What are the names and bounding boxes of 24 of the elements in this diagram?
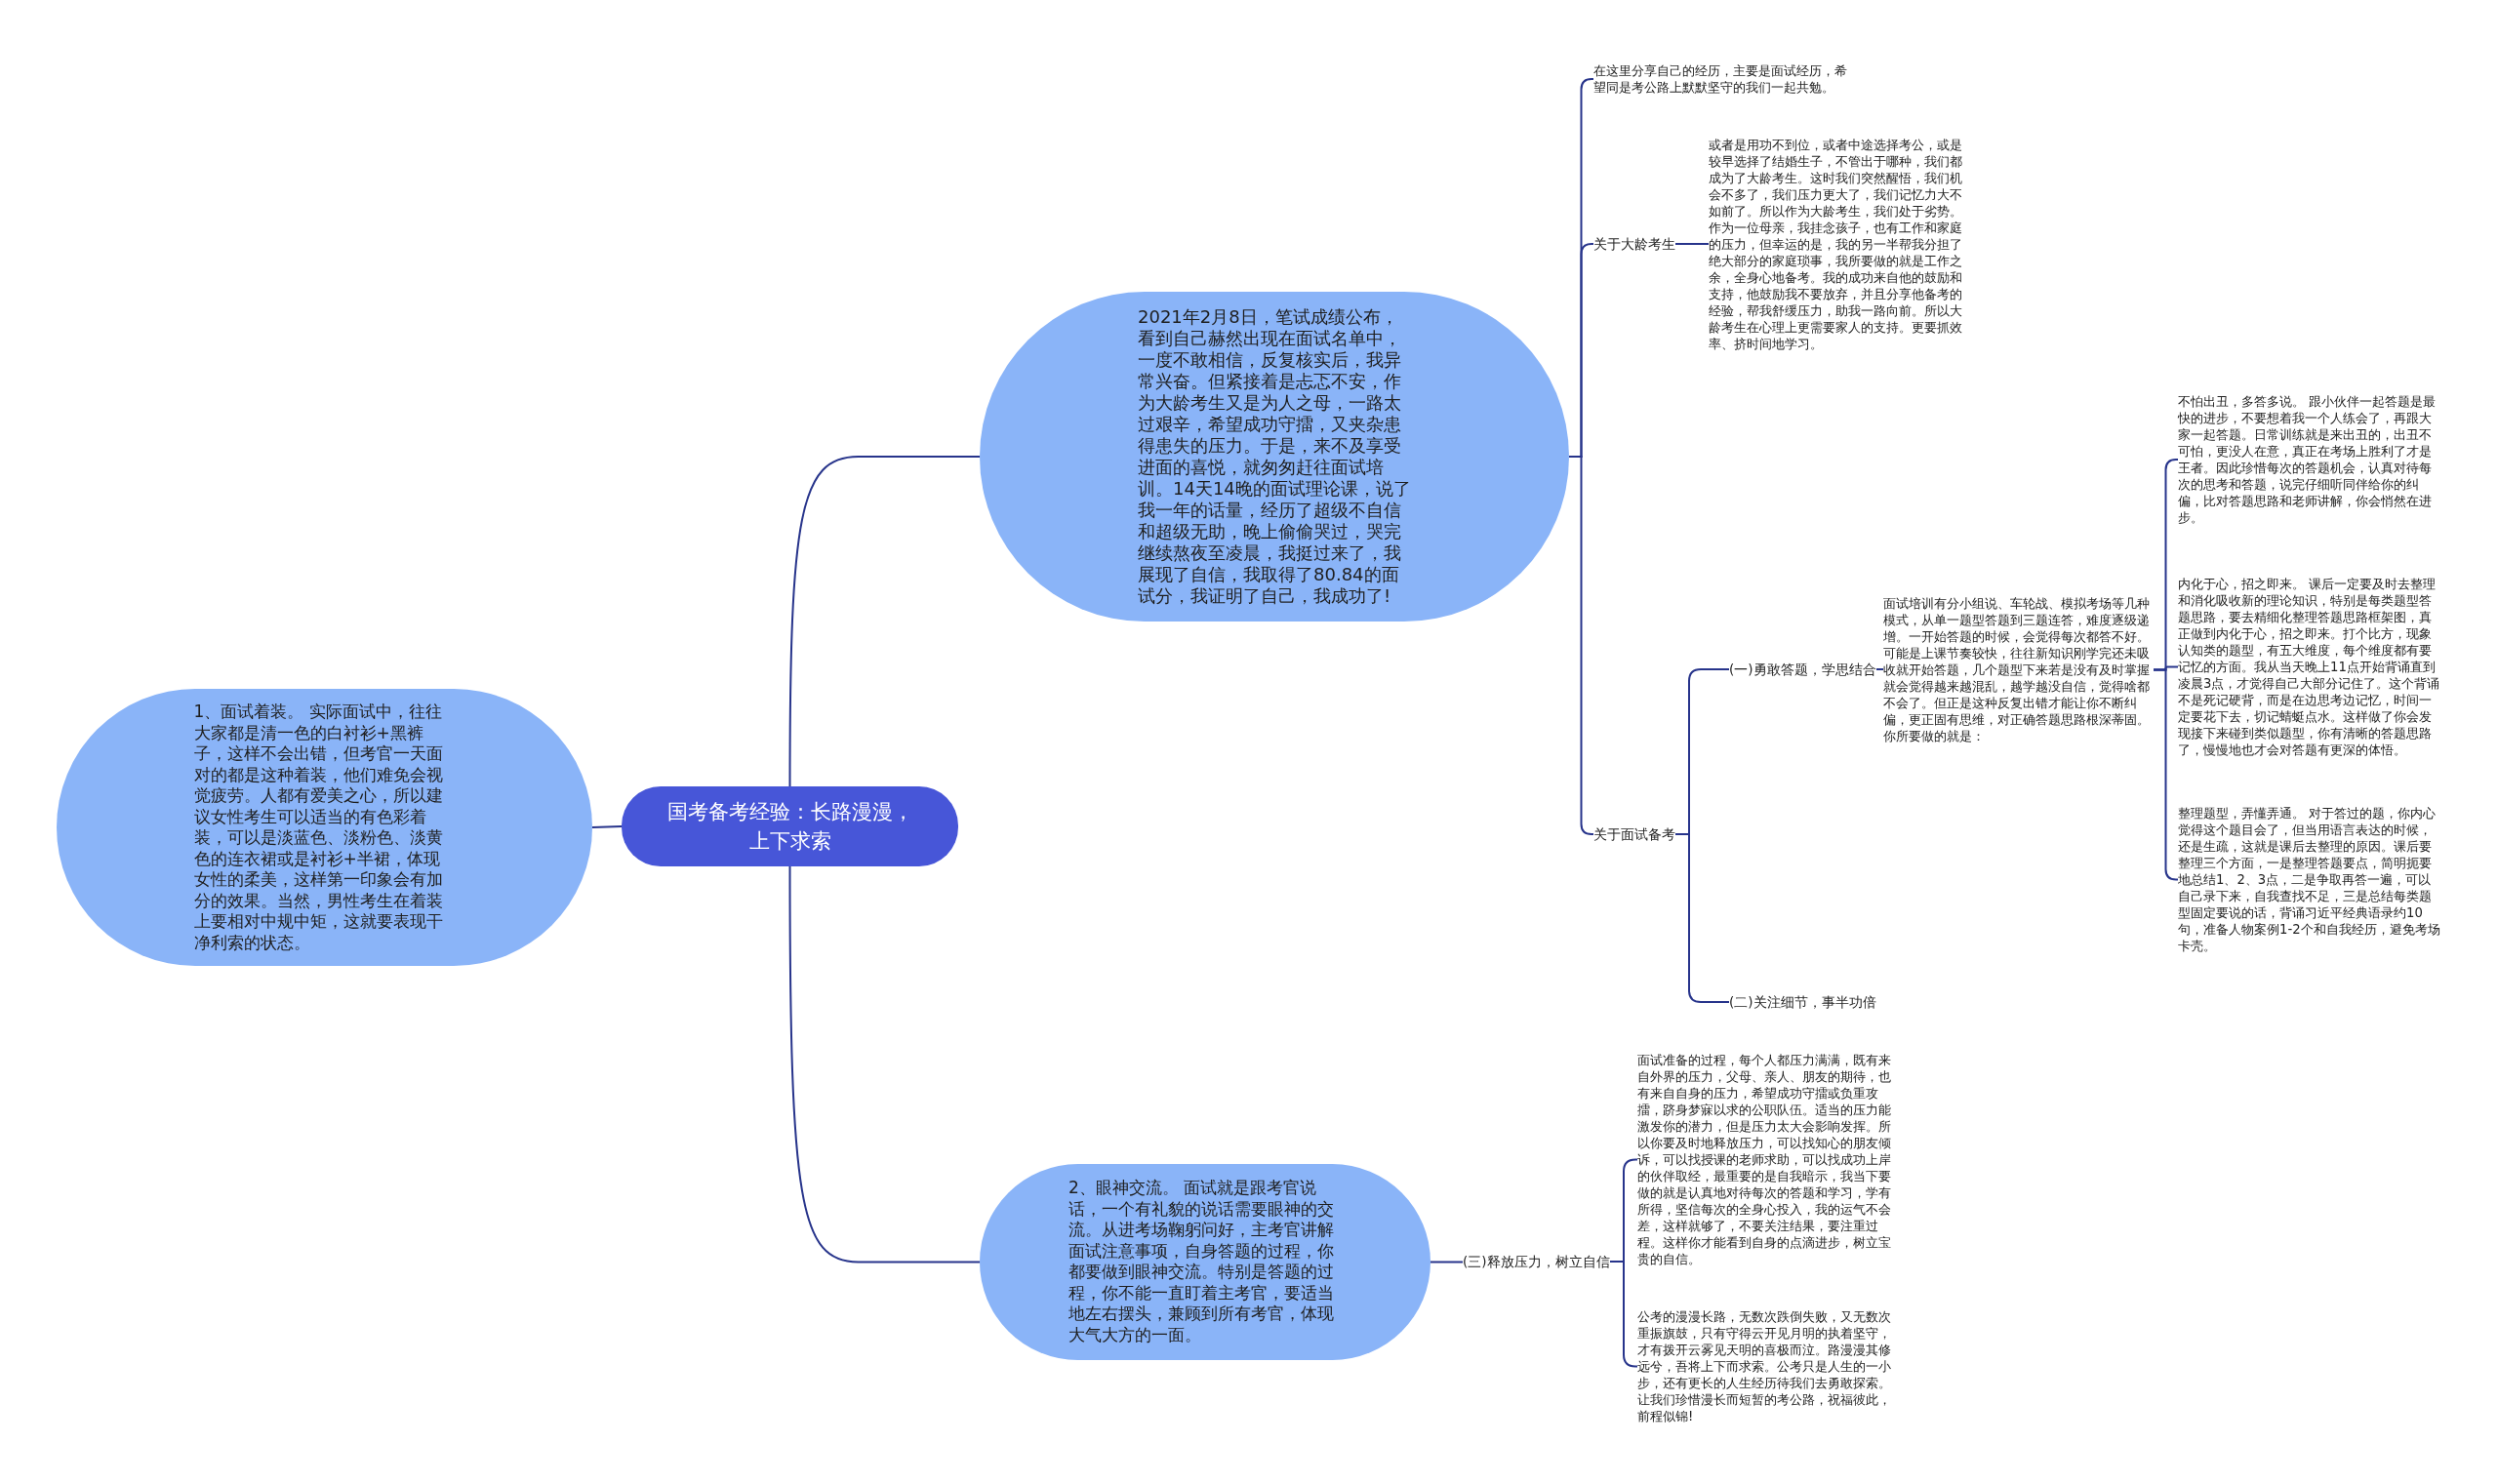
paragraph: 1、面试着装。 实际面试中，往往大家都是清一色的白衬衫+黑裤子，这样不会出错，但考官一天面对的都是这种着装，他们难免会视觉疲劳。人都有爱美之心，所以建议女性考生可以适当的有色彩着装，可以是淡蓝色、淡粉色、淡黄色的连衣裙或是衬衫+半裙，体现女性的柔美，这样第一印象会有加分的效果。当然，男性考生在着装上要相对中规中矩，这就要表现干净利索的状态。 [193,702,444,953]
note-text: 面试培训有分小组说、车轮战、模拟考场等几种模式，从单一题型答题到三题连答，难度逐级递增。一开始答题的时候，会觉得每次都答不好。可能是上课节奏较快，往往新知识刚学完还未吸收就开始答题，几个题型下来若是没有及时掌握就会觉得越来越混乱，越学越没自信，觉得啥都不会了。但正是这种反复出错才能让你不断纠偏，更正固有思维，对正确答题思路根深蒂固。你所要做的就是： [1883,594,2154,744]
paragraph: 2021年2月8日，笔试成绩公布，看到自己赫然出现在面试名单中，一度不敢相信，反复核实后，我异常兴奋。但紧接着是忐忑不安，作为大龄考生又是为人之母，一路太过艰辛，希望成功守擂，又夹杂患得患失的压力。于是，来不及享受进面的喜悦，就匆匆赶往面试培训。14天14晚的面试理论课，说了我一年的话量，经历了超级不自信和超级无助，晚上偷偷哭过，哭完继续熬夜至凌晨，我挺过来了，我展现了自信，我取得了80.84的面试分，我证明了自己，我成功了! [1138,306,1411,607]
note-text: 公考的漫漫长路，无数次跌倒失败，又无数次重振旗鼓，只有守得云开见月明的执着坚守，才有拨开云雾见天明的喜极而泣。路漫漫其修远兮，吾将上下而求索。公考只是人生的一小步，还有更长的人生经历待我们去勇敢探索。让我们珍惜漫长而短暂的考公路，祝福彼此，前程似锦! [1637,1307,1899,1424]
connector-line [1674,243,1710,245]
branch-label: (三)释放压力，树立自信 [1463,1253,1610,1270]
note-text: 不怕出丑，多答多说。 跟小伙伴一起答题是最快的进步，不要想着我一个人练会了，再跟大家一起答题。日常训练就是来出丑的，出丑不可怕，更没人在意，真正在考场上胜利了才是王者。因此珍惜每次的答题机会，认真对待每次的思考和答题，说完仔细听同伴给你的纠偏，比对答题思路和老师讲解，你会悄然在进步。 [2178,393,2441,526]
branch-label: (一)勇敢答题，学思结合 [1729,661,1876,678]
branch-label: 关于面试备考 [1593,825,1675,843]
note-text: 整理题型，弄懂弄通。 对于答过的题，你内心觉得这个题目会了，但当用语言表达的时候，还是生疏，这就是课后去整理的原因。课后要整理三个方面，一是整理答题要点，简明扼要地总结1、2、3点，二是争取再答一遍，可以自己录下来，自我查找不足，三是总结每类题型固定要说的话，背诵习近平经典语录约10句，准备人物案例1-2个和自我经历，避免考场卡壳。 [2178,804,2441,954]
connector-line [1875,668,1884,670]
branch-label: 关于大龄考生 [1593,235,1675,253]
note-text: 内化于心，招之即来。 课后一定要及时去整理和消化吸收新的理论知识，特别是每类题型答题思路，要去精细化整理答题思路框架图，真正做到内化于心，招之即来。打个比方，现象认知类的题型，有五大维度，每个维度都有要记忆的方面。我从当天晚上11点开始背诵直到凌晨3点，才觉得自己大部分记住了。这个背诵不是死记硬背，而是在边思考边记忆，时间一定要花下去，切记蜻蜓点水。这样做了你会发现接下来碰到类似题型，你有清晰的答题思路了，慢慢地也才会对答题有更深的体悟。 [2178,575,2441,758]
connector-line [788,456,981,787]
connector-line [591,825,623,828]
paragraph: 2、眼神交流。 面试就是跟考官说话，一个有礼貌的说话需要眼神的交流。从进考场鞠躬问好，主考官讲解面试注意事项，自身答题的过程，你都要做到眼神交流。特别是答题的过程，你不能一直盯着主考官，要适当地左右摆头，兼顾到所有考官，体现大气大方的一面。 [1068,1178,1335,1345]
central-topic: 国考备考经验：长路漫漫，上下求索 [622,786,958,866]
note-text: 或者是用功不到位，或者中途选择考公，或是较早选择了结婚生子，不管出于哪种，我们都成为了大龄考生。这时我们突然醒悟，我们机会不多了，我们压力更大了，我们记忆力大不如前了。所以作为大龄考生，我们处于劣势。作为一位母亲，我挂念孩子，也有工作和家庭的压力，但幸运的是，我的另一半帮我分担了绝大部分的家庭琐事，我所要做的就是工作之余，全身心地备考。我的成功来自他的鼓励和支持，他鼓励我不要放弃，并且分享他备考的经验，帮我舒缓压力，助我一路向前。所以大龄考生在心理上更需要家人的支持。更要抓效率、挤时间地学习。 [1709,136,1972,352]
note-text: 在这里分享自己的经历，主要是面试经历，希望同是考公路上默默坚守的我们一起共勉。 [1593,62,1857,96]
connector-line [1430,1261,1464,1263]
note-text: 面试准备的过程，每个人都压力满满，既有来自外界的压力，父母、亲人、朋友的期待，也有来自自身的压力，希望成功守擂或负重攻擂，跻身梦寐以求的公职队伍。适当的压力能激发你的潜力，但是压力太大会影响发挥。所以你要及时地释放压力，可以找知心的朋友倾诉，可以找授课的老师求助，可以找成功上岸的伙伴取经，最重要的是自我暗示，我当下要做的就是认真地对待每次的答题和学习，学有所得，坚信每次的全身心投入，我的运气不会差，这样就够了，不要关注结果，要注重过程。这样你才能看到自身的点滴进步，树立宝贵的自信。 [1637,1051,1899,1267]
connector-line [788,865,981,1263]
branch-label: (二)关注细节，事半功倍 [1729,993,1876,1011]
connector-line [2153,668,2179,881]
